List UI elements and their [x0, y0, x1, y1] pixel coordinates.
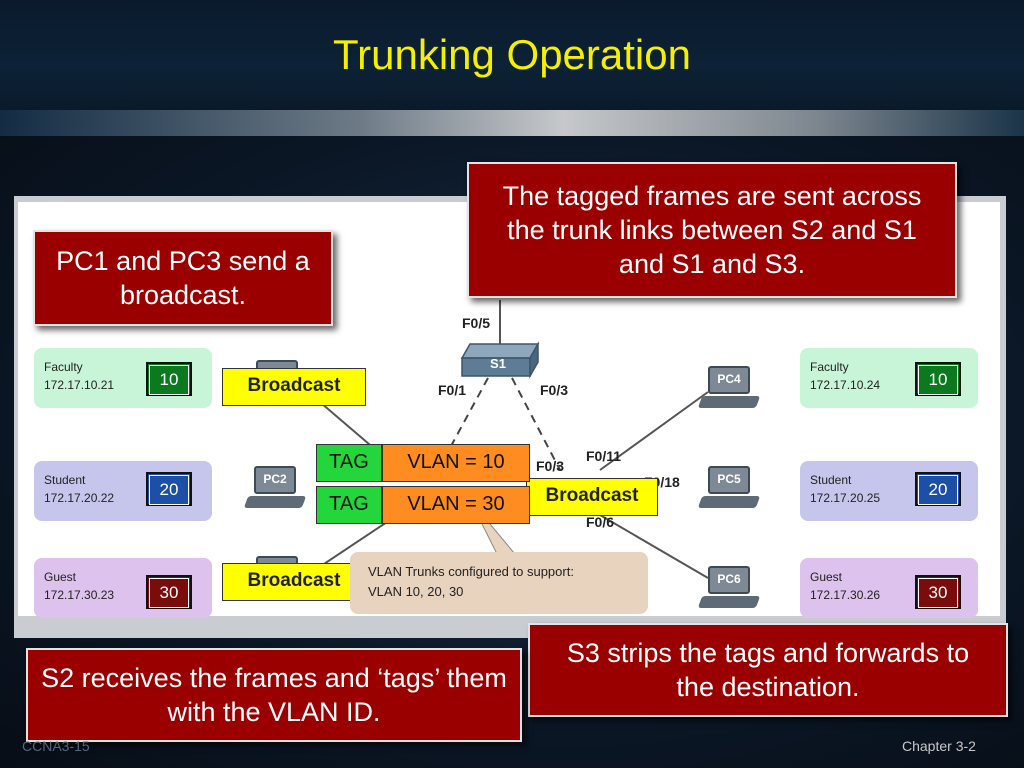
- host-name: Faculty: [810, 360, 849, 374]
- host-name: Guest: [810, 570, 843, 584]
- port-label-f01: F0/1: [438, 382, 467, 398]
- slide-title: Trunking Operation: [333, 31, 691, 78]
- pc4-label: PC4: [708, 366, 750, 394]
- pc5-icon: PC5: [697, 466, 761, 510]
- header-stripe: [0, 110, 1024, 136]
- broadcast-frame-pc1: Broadcast: [222, 368, 366, 406]
- vlan-badge-30-left: 30: [146, 575, 192, 609]
- port-label-f06: F0/6: [586, 514, 615, 530]
- host-student-left: Student 172.17.20.22: [34, 461, 212, 521]
- callout-broadcast: PC1 and PC3 send a broadcast.: [33, 230, 333, 326]
- host-name: Guest: [44, 570, 77, 584]
- host-ip: 172.17.30.23: [44, 588, 115, 602]
- pc6-icon: PC6: [697, 566, 761, 610]
- vlan-id-10: VLAN = 10: [382, 444, 530, 482]
- link-s3-pc6: [599, 514, 709, 579]
- pc6-label: PC6: [708, 566, 750, 594]
- slide-header: [0, 0, 1024, 110]
- host-name: Student: [810, 473, 852, 487]
- port-label-f03b: F0/3: [536, 458, 565, 474]
- host-ip: 172.17.30.26: [810, 588, 881, 602]
- vlan-badge-10-right: 10: [915, 362, 961, 396]
- pc2-label: PC2: [254, 466, 296, 494]
- pc4-icon: PC4: [697, 366, 761, 410]
- vlan-id-30: VLAN = 30: [382, 486, 530, 524]
- link-s3-pc4: [599, 391, 709, 471]
- tag-label-vlan10: TAG: [316, 444, 382, 482]
- pc2-icon: PC2: [243, 466, 307, 510]
- trunk-note-line2: VLAN 10, 20, 30: [368, 584, 464, 599]
- port-label-f03: F0/3: [540, 382, 569, 398]
- host-ip: 172.17.10.24: [810, 378, 881, 392]
- host-ip: 172.17.10.21: [44, 378, 115, 392]
- trunk-note: VLAN Trunks configured to support: VLAN …: [350, 552, 648, 614]
- pc5-label: PC5: [708, 466, 750, 494]
- trunk-note-line1: VLAN Trunks configured to support:: [368, 564, 574, 579]
- callout-s3-strips: S3 strips the tags and forwards to the d…: [528, 623, 1008, 717]
- host-name: Student: [44, 473, 86, 487]
- broadcast-frame-pc3: Broadcast: [222, 563, 366, 601]
- port-label-f05: F0/5: [462, 315, 491, 331]
- broadcast-frame-s3: Broadcast: [526, 478, 658, 516]
- host-name: Faculty: [44, 360, 83, 374]
- host-ip: 172.17.20.25: [810, 491, 881, 505]
- switch-s1-icon: [460, 341, 540, 379]
- callout-s2-tags: S2 receives the frames and ‘tags’ them w…: [26, 648, 522, 742]
- footer-course: CCNA3-15: [22, 738, 90, 754]
- vlan-badge-30-right: 30: [915, 575, 961, 609]
- trunk-s1-s3: [511, 377, 561, 471]
- tag-label-vlan30: TAG: [316, 486, 382, 524]
- host-ip: 172.17.20.22: [44, 491, 115, 505]
- switch-s1-label: S1: [490, 356, 506, 371]
- vlan-badge-20-left: 20: [146, 472, 192, 506]
- port-label-f011: F0/11: [586, 448, 622, 464]
- callout-trunk-links: The tagged frames are sent across the tr…: [467, 162, 957, 298]
- vlan-badge-10-left: 10: [146, 362, 192, 396]
- footer-chapter: Chapter 3-2: [902, 738, 976, 754]
- vlan-badge-20-right: 20: [915, 472, 961, 506]
